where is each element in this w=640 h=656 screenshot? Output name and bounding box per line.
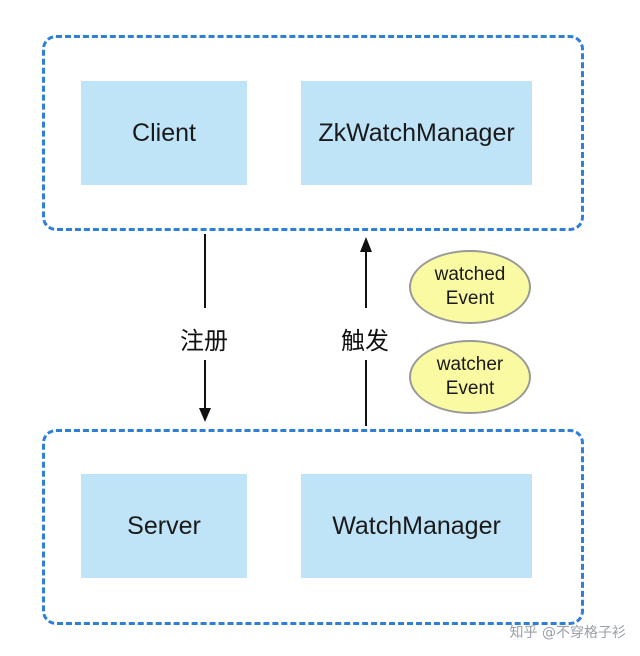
watcher-event-line1: watcher [436,354,504,375]
client-box: Client [81,81,247,185]
zk-watch-manager-box: ZkWatchManager [301,81,532,185]
register-arrow-head [199,408,211,422]
register-label: 注册 [180,317,228,360]
watcher-event-oval: watcher Event [409,340,531,414]
watch-manager-box: WatchManager [301,474,532,578]
server-box: Server [81,474,247,578]
watcher-event-line2: Event [445,378,495,399]
watch-manager-label: WatchManager [332,511,501,540]
zk-watch-manager-label: ZkWatchManager [318,118,515,147]
client-label: Client [132,118,196,147]
watermark: 知乎 @不穿格子衫 [509,625,626,641]
watched-event-line2: Event [445,288,495,309]
trigger-arrow-head [360,237,372,252]
server-label: Server [127,511,201,540]
bottom-group [42,429,584,625]
watched-event-oval: watched Event [409,250,531,324]
trigger-label: 触发 [341,317,389,360]
watched-event-line1: watched [434,264,506,285]
top-group [42,35,584,231]
